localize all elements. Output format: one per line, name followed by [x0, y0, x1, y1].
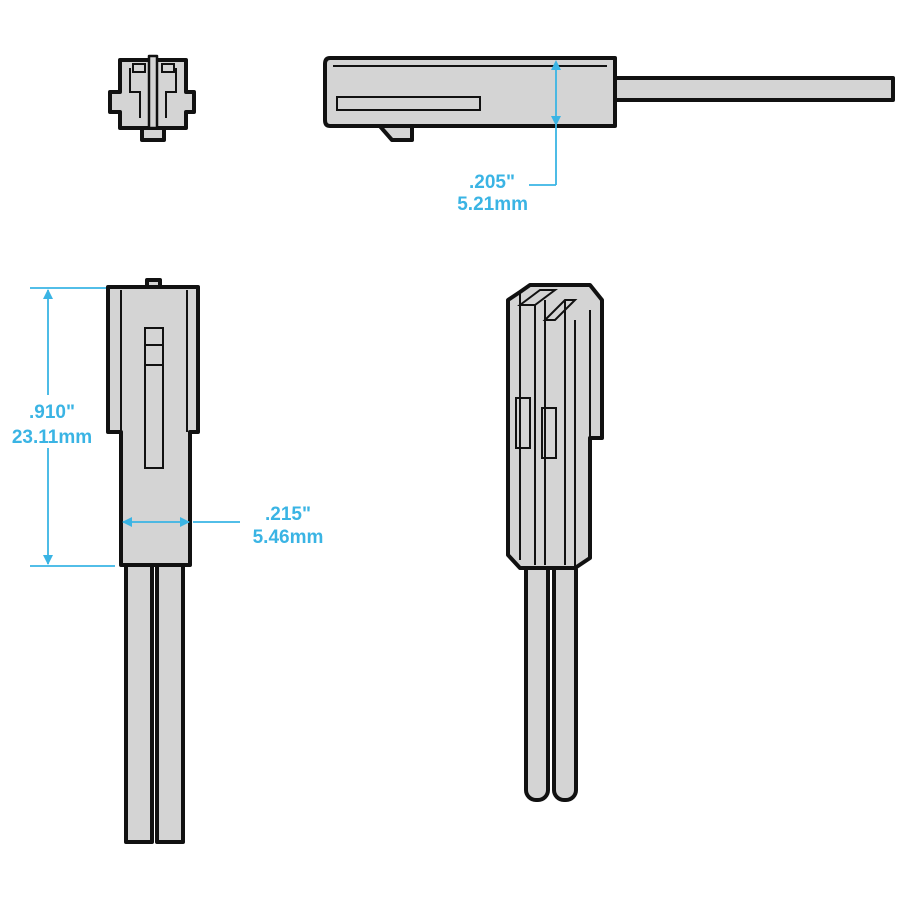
side-height-dimension [529, 60, 561, 186]
side-view [323, 56, 895, 142]
width-mm-label: 5.46mm [253, 527, 324, 548]
height-mm-label: 5.21mm [457, 194, 528, 215]
end-view [108, 54, 196, 142]
height-inch-label: .205" [469, 172, 515, 193]
front-view [106, 278, 200, 844]
length-dimension [30, 287, 115, 567]
isometric-view [506, 283, 604, 802]
length-mm-label: 23.11mm [12, 427, 92, 448]
length-inch-label: .910" [29, 402, 75, 423]
width-dimension [122, 517, 240, 527]
width-inch-label: .215" [265, 504, 311, 525]
